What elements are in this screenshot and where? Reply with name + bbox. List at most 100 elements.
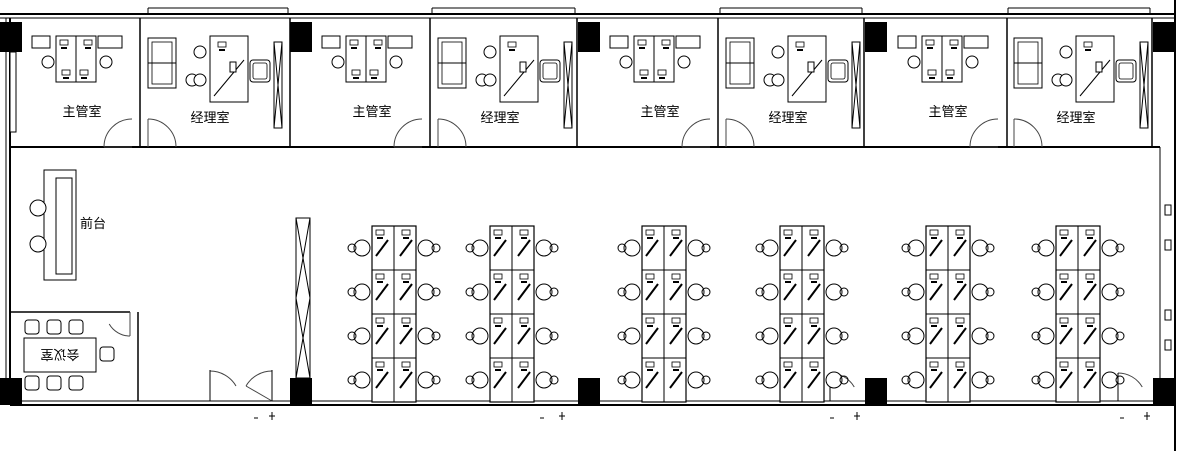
chair-back: [755, 243, 765, 253]
chair-seat: [907, 371, 925, 389]
manager-desk: [209, 35, 249, 103]
room-labels: 主管室经理室主管室经理室主管室经理室主管室经理室前台: [62, 104, 1095, 232]
chair-seat: [761, 283, 779, 301]
cabinet: [609, 35, 629, 49]
manager-office: [144, 18, 291, 148]
workstation-cluster: [617, 225, 711, 403]
chair-seat: [971, 283, 989, 301]
computer-icon: [493, 317, 503, 327]
room-label-supervisor: 主管室: [928, 104, 967, 120]
phone: [807, 61, 815, 73]
cabinet: [97, 35, 123, 49]
monitor: [349, 39, 359, 46]
chair-icon: [971, 327, 989, 345]
computer-icon: [639, 69, 649, 79]
computer-icon: [645, 229, 655, 239]
chair-seat: [1101, 283, 1119, 301]
chair-icon: [99, 55, 113, 69]
chair-icon: [687, 327, 705, 345]
chair-seat: [1059, 45, 1073, 59]
reception-area: [29, 169, 77, 281]
chair-icon: [825, 327, 843, 345]
monitor: [493, 361, 503, 368]
keyboard: [1087, 369, 1093, 371]
manager-desk: [787, 35, 827, 103]
keyboard: [377, 369, 383, 371]
chair-back: [985, 243, 995, 253]
bookshelf-cross: [563, 41, 573, 129]
desk-detail: [953, 239, 967, 257]
chair-back: [617, 331, 627, 341]
computer-icon: [809, 361, 819, 371]
monitor: [1085, 229, 1095, 236]
chair-back: [465, 331, 475, 341]
partition-cross: [295, 217, 311, 299]
keyboard: [403, 325, 409, 327]
keyboard: [1087, 281, 1093, 283]
chair-seat: [761, 327, 779, 345]
monitor: [1059, 229, 1069, 236]
chair-back: [465, 243, 475, 253]
column-pillar: [0, 378, 22, 405]
chair-icon: [1059, 45, 1073, 59]
cabinet: [387, 35, 413, 49]
armchair-cushion: [1118, 62, 1134, 80]
monitor: [645, 361, 655, 368]
monitor: [927, 69, 937, 76]
monitor: [1085, 317, 1095, 324]
computer-icon: [217, 41, 227, 51]
monitor: [61, 69, 71, 76]
meeting-chair: [24, 319, 40, 335]
computer-icon: [375, 273, 385, 283]
door-arc: [969, 118, 999, 148]
armchair-cushion: [542, 62, 558, 80]
computer-icon: [657, 69, 667, 79]
chair-seat: [1037, 283, 1055, 301]
keyboard: [811, 281, 817, 283]
keyboard: [811, 369, 817, 371]
monitor: [375, 317, 385, 324]
keyboard: [521, 325, 527, 327]
armchair-body: [249, 59, 271, 83]
computer-icon: [671, 229, 681, 239]
computer-icon: [519, 361, 529, 371]
keyboard: [495, 369, 501, 371]
office-door: [725, 118, 755, 148]
chair-back: [617, 375, 627, 385]
chair-seat: [907, 327, 925, 345]
computer-icon: [955, 273, 965, 283]
monitor: [809, 361, 819, 368]
chair-icon: [353, 327, 371, 345]
column-pillar: [1153, 378, 1175, 405]
chair-seat: [29, 199, 47, 217]
desk-detail: [953, 371, 967, 389]
computer-icon: [671, 273, 681, 283]
chair-icon: [761, 327, 779, 345]
keyboard: [951, 47, 957, 49]
computer-icon: [1059, 361, 1069, 371]
keyboard: [659, 77, 665, 79]
chair-icon: [623, 327, 641, 345]
keyboard: [811, 237, 817, 239]
room-label-manager: 经理室: [480, 110, 519, 126]
desk-detail: [783, 371, 797, 389]
desk-detail: [783, 239, 797, 257]
chair-seat: [471, 283, 489, 301]
chair-back: [347, 243, 357, 253]
desk-detail: [783, 327, 797, 345]
chair-seat: [619, 55, 633, 69]
chair-icon: [417, 371, 435, 389]
desk-detail: [669, 239, 683, 257]
wall-fixture: [1164, 239, 1172, 251]
monitor: [401, 361, 411, 368]
door-leaf: [245, 385, 273, 402]
chair-seat: [1037, 327, 1055, 345]
monitor: [645, 229, 655, 236]
computer-icon: [809, 317, 819, 327]
monitor: [809, 229, 819, 236]
door-arc: [393, 118, 423, 148]
chair-icon: [971, 283, 989, 301]
computer-icon: [375, 229, 385, 239]
chair-seat: [353, 239, 371, 257]
cabinet: [321, 35, 341, 49]
